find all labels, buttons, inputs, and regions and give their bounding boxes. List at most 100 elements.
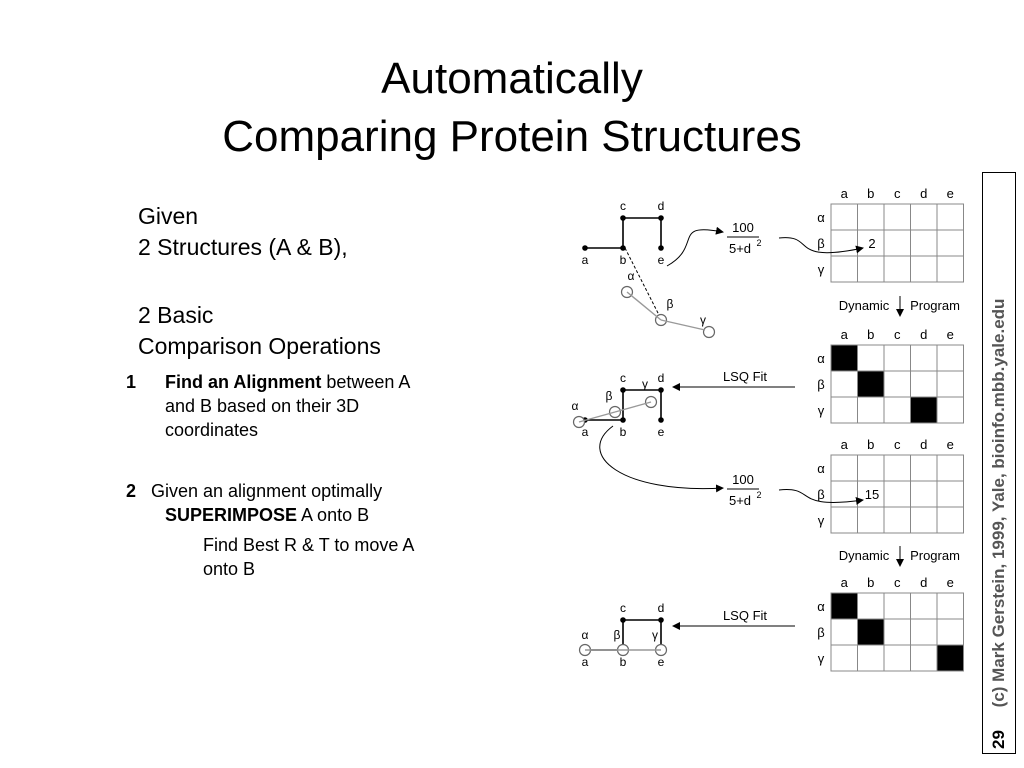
grid2-cell [883, 396, 911, 424]
grid2-row-label: γ [818, 403, 825, 418]
grid2-cell [936, 370, 964, 398]
s2-greek-gamma: γ [642, 377, 648, 391]
grid2-cell [830, 370, 858, 398]
lsq-label-2: LSQ Fit [723, 608, 767, 623]
grid4-col-label: d [920, 575, 927, 590]
s2-label-a: a [582, 425, 589, 439]
credit-text: 29 (c) Mark Gerstein, 1999, Yale, bioinf… [989, 173, 1009, 753]
s2-atom [658, 417, 664, 423]
grid1-col-label: e [947, 186, 954, 201]
score-numerator-1: 100 [732, 220, 754, 235]
grid2-cell [910, 370, 938, 398]
op2-rest: A onto B [301, 505, 370, 525]
s1-atom [658, 215, 664, 221]
grid4-cell [910, 618, 938, 646]
grid1-cell [936, 255, 964, 283]
op2-sub2: onto B [203, 559, 256, 579]
grid1-cell [883, 229, 911, 257]
copyright: (c) Mark Gerstein, 1999, Yale, bioinfo.m… [989, 298, 1008, 708]
s3-greek-beta: β [614, 628, 621, 642]
dp-left-1: Dynamic [839, 298, 890, 313]
s2-label-e: e [658, 425, 665, 439]
grid3-cell [910, 454, 938, 482]
s1-label-d: d [658, 199, 665, 213]
grid1-col-label: a [841, 186, 849, 201]
grid1-col-label: c [894, 186, 901, 201]
s2-label-c: c [620, 371, 626, 385]
grid1-cell [830, 203, 858, 231]
grid1-cell [910, 203, 938, 231]
grid4-cell [830, 618, 858, 646]
op1-line2: and B based on their 3D [165, 396, 360, 416]
slide-title-line1: Automatically [381, 54, 643, 103]
grid3-cell [936, 454, 964, 482]
grid3-cell [883, 454, 911, 482]
grid2-cell [883, 344, 911, 372]
score-exponent-1: 2 [756, 238, 761, 248]
s2-bond-b [578, 411, 616, 423]
grid4-row-label: γ [818, 651, 825, 666]
lsq-label-1: LSQ Fit [723, 369, 767, 384]
dp-right-2: Program [910, 548, 960, 563]
s2-atom [620, 387, 626, 393]
score-denominator-2: 5+d [729, 493, 751, 508]
grid2-col-label: e [947, 327, 954, 342]
grid4-cell [857, 592, 885, 620]
grid4-cell [936, 644, 964, 672]
grid3-cell [857, 454, 885, 482]
grid3-col-label: b [867, 437, 874, 452]
s3-greek-gamma: γ [652, 628, 658, 642]
grid4-row-label: α [817, 599, 825, 614]
s1-bond-b [660, 319, 706, 331]
grid2-col-label: c [894, 327, 901, 342]
s2-greek-beta: β [606, 389, 613, 403]
grid1-cell [883, 255, 911, 283]
grid4-row-label: β [817, 625, 824, 640]
s1-greek-beta: β [667, 297, 674, 311]
grid4-cell [936, 618, 964, 646]
grid1-col-label: b [867, 186, 874, 201]
score-numerator-2: 100 [732, 472, 754, 487]
grid1-value: 2 [868, 236, 875, 251]
s3-label-b: b [620, 655, 627, 669]
credit-box: 29 (c) Mark Gerstein, 1999, Yale, bioinf… [982, 172, 1016, 754]
grid1-cell [936, 229, 964, 257]
s2-bond-b [614, 401, 652, 413]
s3-atom [658, 617, 664, 623]
grid2-col-label: d [920, 327, 927, 342]
given-label: Given [138, 203, 199, 229]
s2-atom [658, 387, 664, 393]
structures-label: 2 Structures (A & B), [138, 234, 348, 260]
grid1-row-label: γ [818, 262, 825, 277]
grid3-col-label: a [841, 437, 849, 452]
grid4-cell [857, 644, 885, 672]
curve-arrow-1 [666, 226, 724, 267]
grid2-col-label: b [867, 327, 874, 342]
s1-greek-gamma: γ [700, 313, 706, 327]
score-denominator-1: 5+d [729, 241, 751, 256]
s2-atom [620, 417, 626, 423]
op1-rest: between A [326, 372, 411, 392]
grid4-cell [857, 618, 885, 646]
op2-line2: SUPERIMPOSE A onto B [165, 503, 369, 527]
s1-atom [658, 245, 664, 251]
op2-sub1: Find Best R & T to move A [203, 535, 415, 555]
grid4-col-label: c [894, 575, 901, 590]
grid4-cell [830, 592, 858, 620]
grid3-cell [830, 506, 858, 534]
s3-label-e: e [658, 655, 665, 669]
s3-label-d: d [658, 601, 665, 615]
grid2-row-label: β [817, 377, 824, 392]
curve-arrow-4 [778, 489, 864, 505]
slide-title-line2: Comparing Protein Structures [222, 112, 802, 161]
grid1-cell [857, 255, 885, 283]
grid4-cell [910, 592, 938, 620]
score-exponent-2: 2 [756, 490, 761, 500]
op2-number: 2 [126, 481, 137, 501]
grid2-cell [936, 344, 964, 372]
s1-label-c: c [620, 199, 626, 213]
grid1-cell [857, 203, 885, 231]
grid4-cell [883, 644, 911, 672]
grid2-cell [830, 344, 858, 372]
curve-arrow-2 [778, 237, 864, 254]
